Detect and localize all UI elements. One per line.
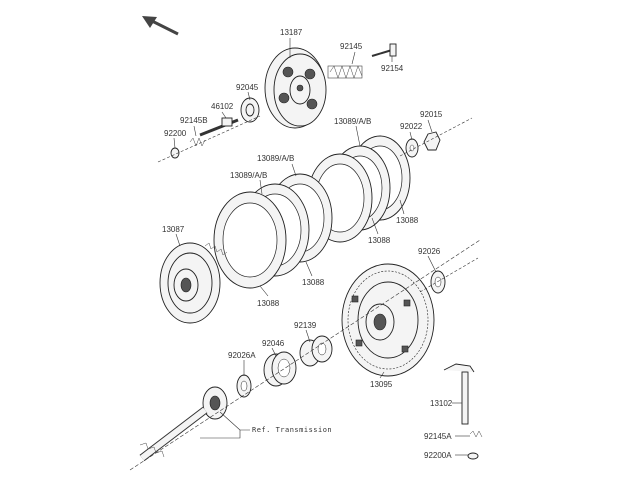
washer-92200A (467, 452, 479, 460)
label-13088-right: 13088 (396, 216, 419, 225)
pressure-plate (264, 47, 327, 129)
label-92026A: 92026A (228, 351, 256, 360)
label-13088-center: 13088 (302, 278, 325, 287)
washer-92026 (430, 270, 446, 294)
label-92145A: 92145A (424, 432, 452, 441)
transmission-shaft (139, 386, 228, 462)
label-92015: 92015 (420, 110, 443, 119)
bearing-small (240, 97, 260, 123)
label-92139: 92139 (294, 321, 317, 330)
label-92200A: 92200A (424, 451, 452, 460)
label-13088-midright: 13088 (368, 236, 391, 245)
label-13089-mid: 13089/A/B (257, 154, 294, 163)
label-13089-left: 13089/A/B (230, 171, 267, 180)
label-13095: 13095 (370, 380, 393, 389)
direction-arrow-icon (142, 16, 179, 36)
label-46102: 46102 (211, 102, 234, 111)
nut-92015 (423, 131, 441, 151)
washer-92022 (405, 138, 419, 158)
label-92046: 92046 (262, 339, 285, 348)
label-13087: 13087 (162, 225, 185, 234)
needle-bearing (263, 351, 297, 387)
spring-top (327, 65, 363, 79)
spring-92145A (469, 430, 483, 438)
label-92154: 92154 (381, 64, 404, 73)
push-rod (199, 117, 239, 137)
washer-92026A (236, 374, 252, 398)
leader-lines (173, 38, 470, 456)
label-13088-left: 13088 (257, 299, 280, 308)
label-ref-transmission: Ref. Transmission (252, 426, 332, 434)
label-92145B: 92145B (180, 116, 208, 125)
clutch-plates-stack (213, 135, 411, 289)
label-13102: 13102 (430, 399, 453, 408)
bolt-top (371, 43, 397, 57)
label-92200: 92200 (164, 129, 187, 138)
label-92022: 92022 (400, 122, 423, 131)
label-13187: 13187 (280, 28, 303, 37)
sleeve-92139 (299, 335, 333, 367)
label-92045: 92045 (236, 83, 259, 92)
label-92145: 92145 (340, 42, 363, 51)
clutch-hub-gear (341, 263, 435, 377)
clutch-housing (159, 242, 228, 324)
label-13089-top: 13089/A/B (334, 117, 371, 126)
label-92026: 92026 (418, 247, 441, 256)
rod-13102 (443, 363, 475, 425)
small-spring (189, 137, 206, 147)
